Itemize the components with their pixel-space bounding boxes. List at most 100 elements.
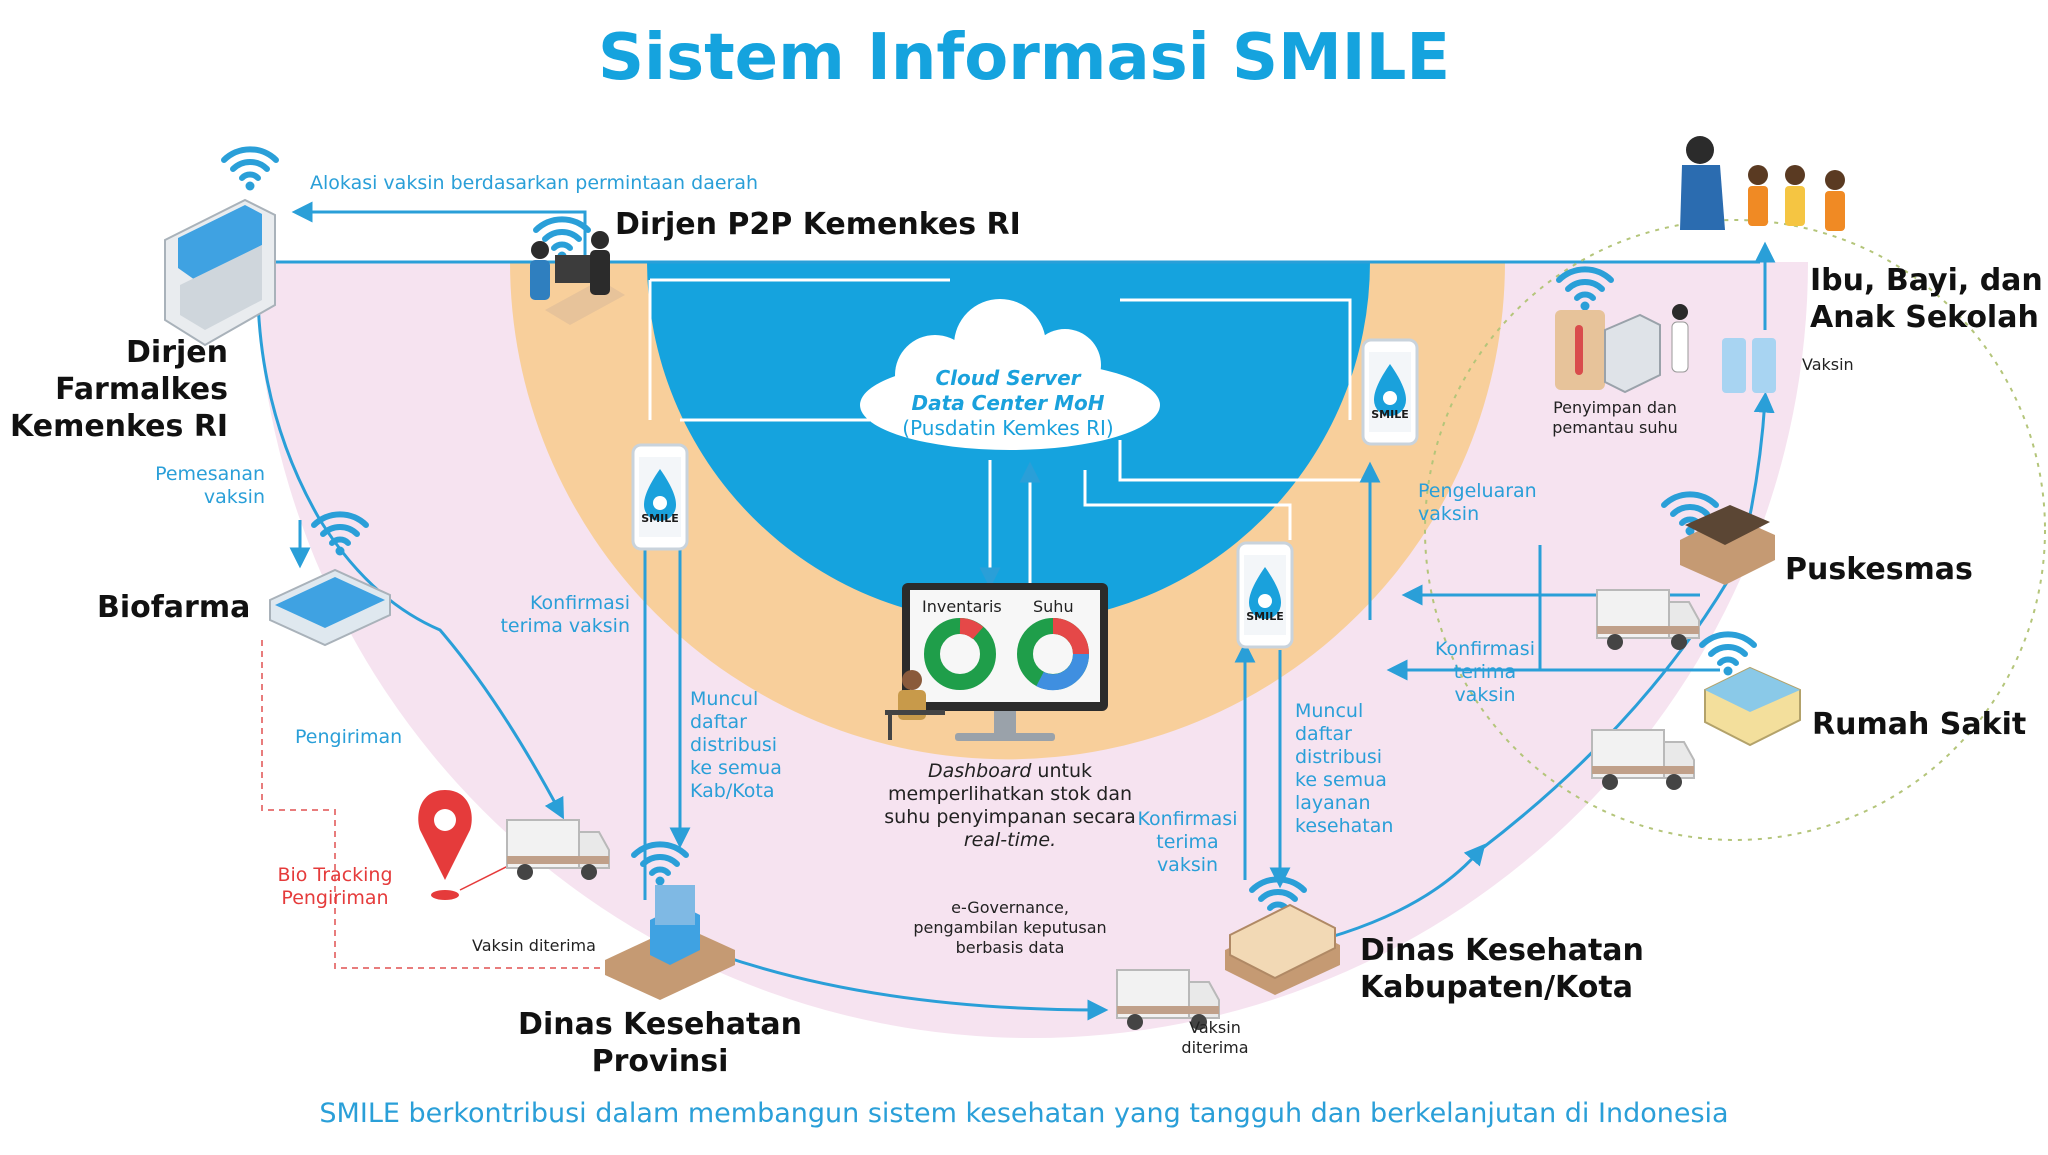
flow-label-vaksin-diterima: Vaksin diterima (472, 936, 596, 955)
biofarma-factory-icon (269, 568, 391, 647)
flow-line: vaksin (1156, 854, 1219, 876)
flow-label-vaksin: Vaksin (1802, 355, 1854, 374)
flow-label-bio-tracking: Bio Tracking Pengiriman (270, 864, 400, 910)
wifi-icon (224, 149, 276, 190)
flow-line: Muncul (1295, 700, 1364, 722)
node-line: Anak Sekolah (1810, 300, 2039, 335)
flow-label-vaksin-diterima-2: Vaksin diterima (1175, 1018, 1255, 1058)
flow-provinsi-to-kab (719, 953, 1109, 1021)
flow-label-konfirmasi-prov: Konfirmasi terima vaksin (495, 592, 630, 638)
dashboard-caption: Dashboard untuk memperlihatkan stok dan … (880, 760, 1140, 852)
node-line: Kemenkes RI (10, 409, 229, 444)
faskes-dashed-circle (1424, 219, 2046, 841)
flow-line: Bio Tracking (277, 864, 393, 886)
flow-label-penyimpan: Penyimpan dan pemantau suhu (1540, 398, 1690, 438)
phone-app-icon (1236, 541, 1294, 649)
flow-line: ke semua (1295, 769, 1387, 791)
flow-farmalkes-to-provinsi (256, 299, 564, 820)
node-rumah-sakit: Rumah Sakit (1812, 707, 2027, 742)
node-dinkes-provinsi: Dinas Kesehatan Provinsi (510, 1006, 810, 1080)
flow-line: vaksin (1418, 503, 1480, 525)
flow-line: Penyimpan dan (1553, 398, 1677, 417)
flow-label-alokasi: Alokasi vaksin berdasarkan permintaan da… (310, 172, 759, 194)
kabkota-building-icon (1225, 903, 1340, 995)
flow-line: Konfirmasi (1137, 808, 1238, 830)
node-line: Farmalkes (55, 372, 228, 407)
worker-at-desk (885, 670, 945, 740)
vial-icon (1722, 338, 1776, 393)
node-dinkes-kabkota: Dinas Kesehatan Kabupaten/Kota (1360, 932, 1644, 1006)
phone-app-label: SMILE (1246, 610, 1284, 623)
flow-line: Pengiriman (281, 887, 389, 909)
node-biofarma: Biofarma (97, 590, 251, 625)
cloud-icon (860, 299, 1160, 450)
flow-alokasi (291, 201, 587, 262)
flow-line: kesehatan (1295, 815, 1394, 837)
flow-faskes-to-ibu (1479, 391, 1775, 852)
flow-line: Konfirmasi (1435, 638, 1535, 660)
page-title: Sistem Informasi SMILE (597, 21, 1451, 95)
caption-realtime: real-time. (963, 829, 1057, 851)
flow-line: ke semua (690, 757, 782, 779)
tab-inventaris: Inventaris (922, 597, 1002, 616)
node-line: Ibu, Bayi, dan (1810, 263, 2043, 298)
flow-line: vaksin (1454, 684, 1516, 706)
flow-line: layanan (1295, 792, 1371, 814)
flow-label-muncul-layanan: Muncul daftar distribusi ke semua layana… (1295, 700, 1393, 838)
phone-app-label: SMILE (1371, 408, 1409, 421)
phone-app-label: SMILE (641, 512, 679, 525)
node-line: Dinas Kesehatan (518, 1007, 802, 1042)
node-line: Provinsi (591, 1044, 729, 1079)
flow-line: Kab/Kota (690, 780, 775, 802)
cloud-line-1: Cloud Server (935, 366, 1081, 390)
cloud-server-label: Cloud Server Data Center MoH (Pusdatin K… (868, 366, 1148, 441)
cloud-line-2: Data Center MoH (911, 391, 1105, 415)
flow-label-konfirmasi-kab: Konfirmasi terima vaksin (1135, 808, 1240, 877)
location-pin-icon (418, 790, 521, 900)
tab-suhu: Suhu (1033, 597, 1074, 616)
p2p-office-icon (530, 231, 625, 325)
footer-tagline: SMILE berkontribusi dalam membangun sist… (319, 1098, 1729, 1129)
flow-line: Pemesanan (155, 463, 265, 485)
flow-label-muncul-kab: Muncul daftar distribusi ke semua Kab/Ko… (690, 688, 782, 803)
caption-dashboard-word: Dashboard (927, 760, 1032, 782)
node-ibu-bayi-anak: Ibu, Bayi, dan Anak Sekolah (1810, 262, 2043, 336)
flow-line: Pengeluaran (1418, 480, 1537, 502)
farmalkes-building-icon (164, 198, 276, 347)
suhu-donut (1017, 618, 1090, 691)
puskesmas-building-icon (1680, 505, 1775, 585)
bio-tracking-path (261, 640, 600, 969)
flow-line: daftar (690, 711, 747, 733)
node-line: Kabupaten/Kota (1360, 970, 1633, 1005)
flow-line: Muncul (690, 688, 759, 710)
flow-line: terima (1156, 831, 1219, 853)
flow-line: terima vaksin (500, 615, 630, 637)
governance-text: e-Governance, pengambilan keputusan berb… (913, 898, 1107, 957)
caption-mid: untuk memperlihatkan stok dan suhu penyi… (884, 760, 1136, 828)
flow-line: vaksin (203, 486, 265, 508)
flow-line: distribusi (690, 734, 778, 756)
flow-line: daftar (1295, 723, 1352, 745)
truck-icon (1591, 729, 1695, 791)
node-dirjen-farmalkes: Dirjen Farmalkes Kemenkes RI (10, 334, 228, 445)
rumah-sakit-building-icon (1704, 666, 1801, 747)
flow-line: pemantau suhu (1552, 418, 1678, 437)
flow-line: terima (1453, 661, 1517, 683)
flow-label-pengiriman: Pengiriman (295, 726, 403, 748)
flow-label-pengeluaran: Pengeluaran vaksin (1418, 480, 1537, 526)
phone-app-icon (631, 443, 689, 551)
flow-line: distribusi (1295, 746, 1383, 768)
flow-line: diterima (1181, 1038, 1249, 1057)
node-line: Dirjen (126, 335, 228, 370)
provinsi-building-icon (605, 885, 735, 1000)
flow-label-konfirmasi-faskes: Konfirmasi terima vaksin (1430, 638, 1540, 707)
flow-line: Konfirmasi (530, 592, 630, 614)
fridge-icon (1555, 304, 1689, 394)
node-puskesmas: Puskesmas (1785, 552, 1973, 587)
flow-line: Vaksin (1189, 1018, 1241, 1037)
node-dirjen-p2p: Dirjen P2P Kemenkes RI (615, 207, 1021, 242)
node-line: Dinas Kesehatan (1360, 933, 1644, 968)
phone-app-icon (1361, 338, 1419, 446)
cloud-line-3: (Pusdatin Kemkes RI) (902, 416, 1114, 440)
